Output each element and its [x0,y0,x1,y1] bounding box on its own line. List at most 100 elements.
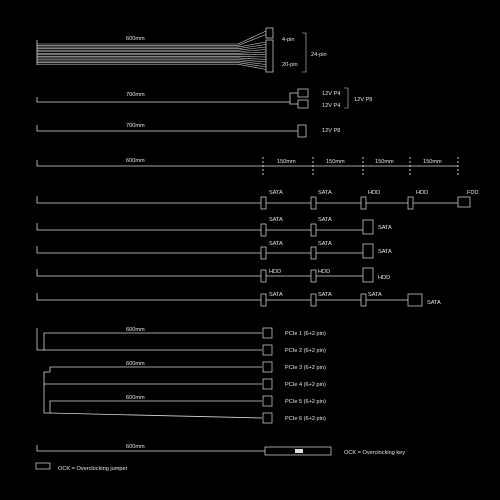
atx-20pin-label: 20-pin [282,62,298,68]
atx-brace [302,32,307,73]
p8-single-cable: 700mm 12V P8 [36,123,340,138]
connector-label: SATA [269,190,283,196]
hdd-connector [407,196,414,210]
sata-connector [260,196,267,210]
p8-dual-cable: 700mm 12V P4 12V P4 12V P8 [36,87,372,109]
hdd-connector [310,269,317,283]
connector-label: SATA [318,190,332,196]
sata-connector [362,219,374,235]
ock-key-label: OCK = Overclocking key [344,450,405,456]
atx-4pin-connector [265,27,274,39]
pcie-connector-1: PCIe 1 (6+2 pin) [262,327,326,339]
atx-4pin-label: 4-pin [282,37,294,43]
atx-20pin-connector [265,39,274,73]
sata-connector [360,293,367,307]
peripheral-cable-1: SATA SATA HDD HDD FDD [36,190,479,210]
p8-dual-length-label: 700mm [126,92,145,98]
p8-single-label: 12V P8 [322,128,340,134]
connector-label: HDD [269,269,281,275]
ock-jumper-swatch [35,462,51,470]
pcie-connector-5: PCIe 5 (6+2 pin) [262,395,326,407]
pcie-length-label-2: 600mm [126,361,145,367]
atx-wire [37,34,267,46]
hdd-connector [260,269,267,283]
pcie-connector-2: PCIe 2 (6+2 pin) [262,344,326,356]
connector-label: HDD [368,190,380,196]
connector-label: SATA [378,225,392,231]
p8-brace [344,87,349,109]
peripheral-dimension: 600mm 150mm 150mm 150mm 150mm [36,157,459,175]
sata-connector [260,293,267,307]
p8-connector [297,124,307,138]
connector-label: HDD [318,269,330,275]
sata-connector [362,243,374,259]
sata-connector [260,246,267,260]
atx-wire [37,56,267,58]
p4-a-label: 12V P4 [322,91,340,97]
pcie-label: PCIe 3 (6+2 pin) [285,365,326,371]
atx-wire [37,30,267,45]
pcie-connector-3: PCIe 3 (6+2 pin) [262,361,326,373]
segment-length-4: 150mm [423,159,442,165]
ock-cable: 600mm OCK = Overclocking key [36,444,405,456]
atx-wire [37,60,267,65]
atx-length-label: 600mm [126,36,145,42]
sata-connector [407,293,423,307]
segment-length-3: 150mm [375,159,394,165]
pcie-length-label-1: 600mm [126,327,145,333]
connector-label: HDD [416,190,428,196]
connector-label: FDD [467,190,479,196]
atx-wire [37,59,267,63]
pcie-connector-6: PCIe 6 (6+2 pin) [262,412,326,424]
sata-connector [310,196,317,210]
peripheral-cable-2: SATA SATA SATA [36,217,392,237]
peripheral-cable-3: SATA SATA SATA [36,241,392,260]
atx-24pin-cable: 600mm 4-pin 20-pin 24-pin [36,27,327,73]
p8-single-length-label: 700mm [126,123,145,129]
atx-wire [37,63,267,70]
pcie-length-label-3: 600mm [126,395,145,401]
peripheral-length-label: 600mm [126,158,145,164]
sata-connector [310,223,317,237]
sata-connector [310,246,317,260]
hdd-connector [360,196,367,210]
atx-wire [37,51,267,54]
pcie-label: PCIe 2 (6+2 pin) [285,348,326,354]
pcie-cables: 600mm 600mm 600mm PCIe 1 (6+2 pin) PCIe … [36,327,326,424]
legend-jumper-label: OCK = Overclocking jumper [58,466,128,472]
pcie-label: PCIe 1 (6+2 pin) [285,331,326,337]
ock-length-label: 600mm [126,444,145,450]
connector-label: HDD [378,275,390,281]
segment-length-2: 150mm [326,159,345,165]
connector-label: SATA [368,292,382,298]
sata-connector [260,223,267,237]
connector-label: SATA [318,241,332,247]
connector-label: SATA [378,249,392,255]
connector-label: SATA [318,217,332,223]
atx-24pin-label: 24-pin [311,52,327,58]
connector-label: SATA [269,292,283,298]
atx-wire [37,49,267,53]
connector-label: SATA [269,241,283,247]
pcie-connector-4: PCIe 4 (6+2 pin) [262,378,326,390]
atx-wire [37,46,267,51]
connector-label: SATA [427,300,441,306]
p4-b-label: 12V P4 [322,103,340,109]
p4-connector-b [297,99,309,109]
atx-wire-bundle [36,30,267,70]
pcie-label: PCIe 5 (6+2 pin) [285,399,326,405]
sata-connector [310,293,317,307]
p4-connector-a [297,88,309,98]
legend: OCK = Overclocking jumper [35,462,128,472]
peripheral-cable-4: HDD HDD HDD [36,267,390,283]
segment-length-1: 150mm [277,159,296,165]
pcie-label: PCIe 4 (6+2 pin) [285,382,326,388]
connector-label: SATA [269,217,283,223]
atx-wire [37,62,267,68]
p8-group-label: 12V P8 [354,97,372,103]
peripheral-cable-5: SATA SATA SATA SATA [36,292,441,307]
pcie-label: PCIe 6 (6+2 pin) [285,416,326,422]
fdd-connector [457,196,471,208]
connector-label: SATA [318,292,332,298]
